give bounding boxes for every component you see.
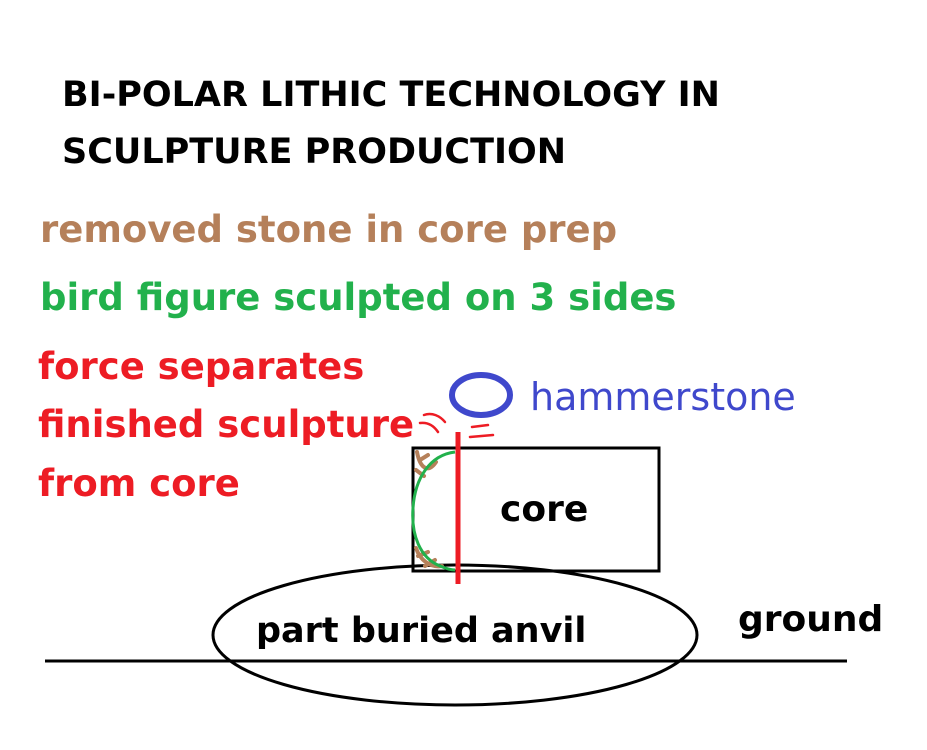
core-label: core <box>500 489 589 530</box>
legend-force-line-3: from core <box>38 462 240 505</box>
ground-label: ground <box>738 599 884 640</box>
bird-figure-outline <box>411 450 456 572</box>
title-line-1: BI-POLAR LITHIC TECHNOLOGY IN <box>62 75 720 115</box>
anvil-ellipse <box>211 563 699 707</box>
legend-bird-figure: bird figure sculpted on 3 sides <box>40 276 677 319</box>
title-line-2: SCULPTURE PRODUCTION <box>62 132 567 172</box>
legend-removed-stone: removed stone in core prep <box>40 208 618 251</box>
removed-stone-top <box>414 450 438 478</box>
anvil-label: part buried anvil <box>256 611 587 651</box>
hammerstone-label: hammerstone <box>530 375 796 419</box>
hammerstone-ellipse <box>449 372 513 418</box>
legend-force-line-1: force separates <box>38 345 365 388</box>
impact-marks <box>418 412 495 439</box>
legend-force-line-2: finished sculpture <box>38 403 415 446</box>
